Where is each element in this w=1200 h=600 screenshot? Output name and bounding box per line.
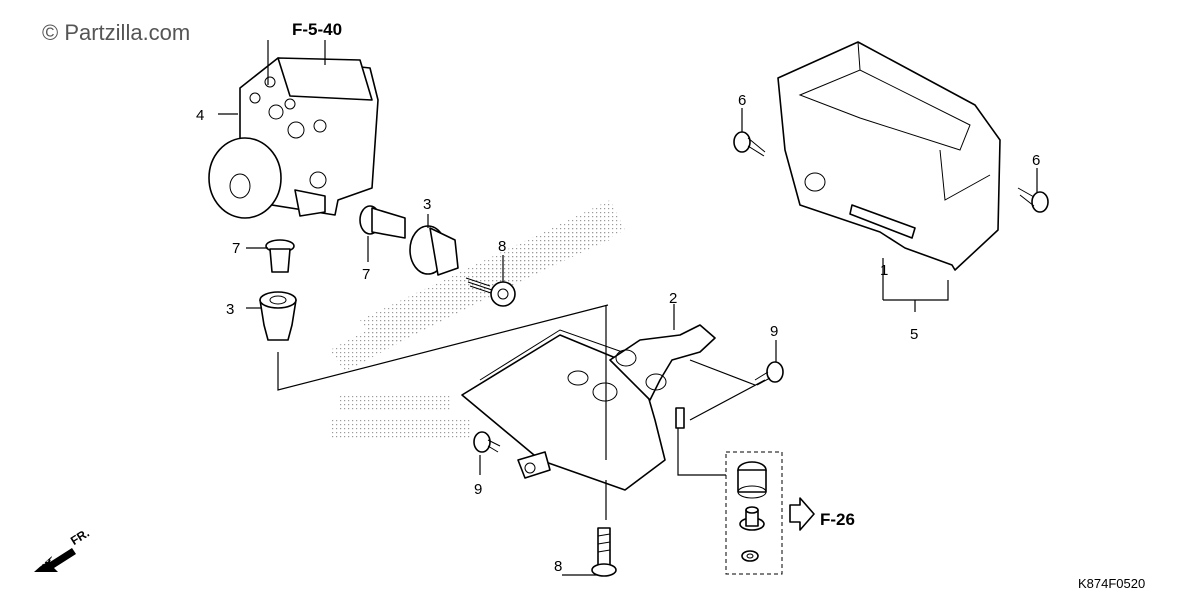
callout-6-left[interactable]: 6 [738, 92, 747, 109]
diagram-code: K874F0520 [1078, 576, 1146, 591]
bolt-part-8-upper[interactable] [465, 277, 516, 307]
abs-modulator-part-4[interactable] [208, 57, 379, 219]
bracket-stud [675, 407, 685, 429]
collar-part-7-left[interactable] [265, 239, 295, 273]
callout-8-lower[interactable]: 8 [554, 558, 563, 575]
callout-2[interactable]: 2 [669, 290, 678, 307]
f26-arrow-icon [789, 497, 815, 531]
callout-7-left[interactable]: 7 [232, 240, 241, 257]
front-direction-arrow-icon [34, 548, 76, 572]
grommet-part-3-left[interactable] [259, 291, 297, 341]
bolt-part-8-lower[interactable] [591, 527, 617, 577]
callout-3-center[interactable]: 3 [423, 196, 432, 213]
abs-bracket-part-2[interactable] [461, 324, 716, 491]
grommet-part-3-center[interactable] [409, 225, 459, 276]
callout-1[interactable]: 1 [880, 262, 889, 279]
bolt-part-9-right[interactable] [754, 361, 784, 386]
collar-part-7-center[interactable] [359, 205, 406, 239]
cover-seal-part-1 [849, 204, 916, 239]
callout-7-center[interactable]: 7 [362, 266, 371, 283]
leader-lines [218, 40, 1038, 576]
partzilla-watermark: © Partzilla.com [42, 20, 191, 45]
ref-f-26-link[interactable]: F-26 [820, 510, 855, 529]
background-logo-watermark [330, 200, 625, 440]
ref-f-5-40-link[interactable]: F-5-40 [292, 20, 343, 39]
abs-cover-part-5[interactable] [777, 41, 1001, 271]
bolt-part-9-left[interactable] [473, 431, 501, 453]
callout-5[interactable]: 5 [910, 326, 919, 343]
mount-kit-group[interactable] [725, 451, 783, 575]
callout-6-right[interactable]: 6 [1032, 152, 1041, 169]
bolt-part-6-left[interactable] [733, 131, 766, 157]
callout-9-left[interactable]: 9 [474, 481, 483, 498]
callout-9-right[interactable]: 9 [770, 323, 779, 340]
bolt-part-6-right[interactable] [1017, 187, 1049, 213]
callout-8-upper[interactable]: 8 [498, 238, 507, 255]
callout-4[interactable]: 4 [196, 107, 205, 124]
callout-3-left[interactable]: 3 [226, 301, 235, 318]
